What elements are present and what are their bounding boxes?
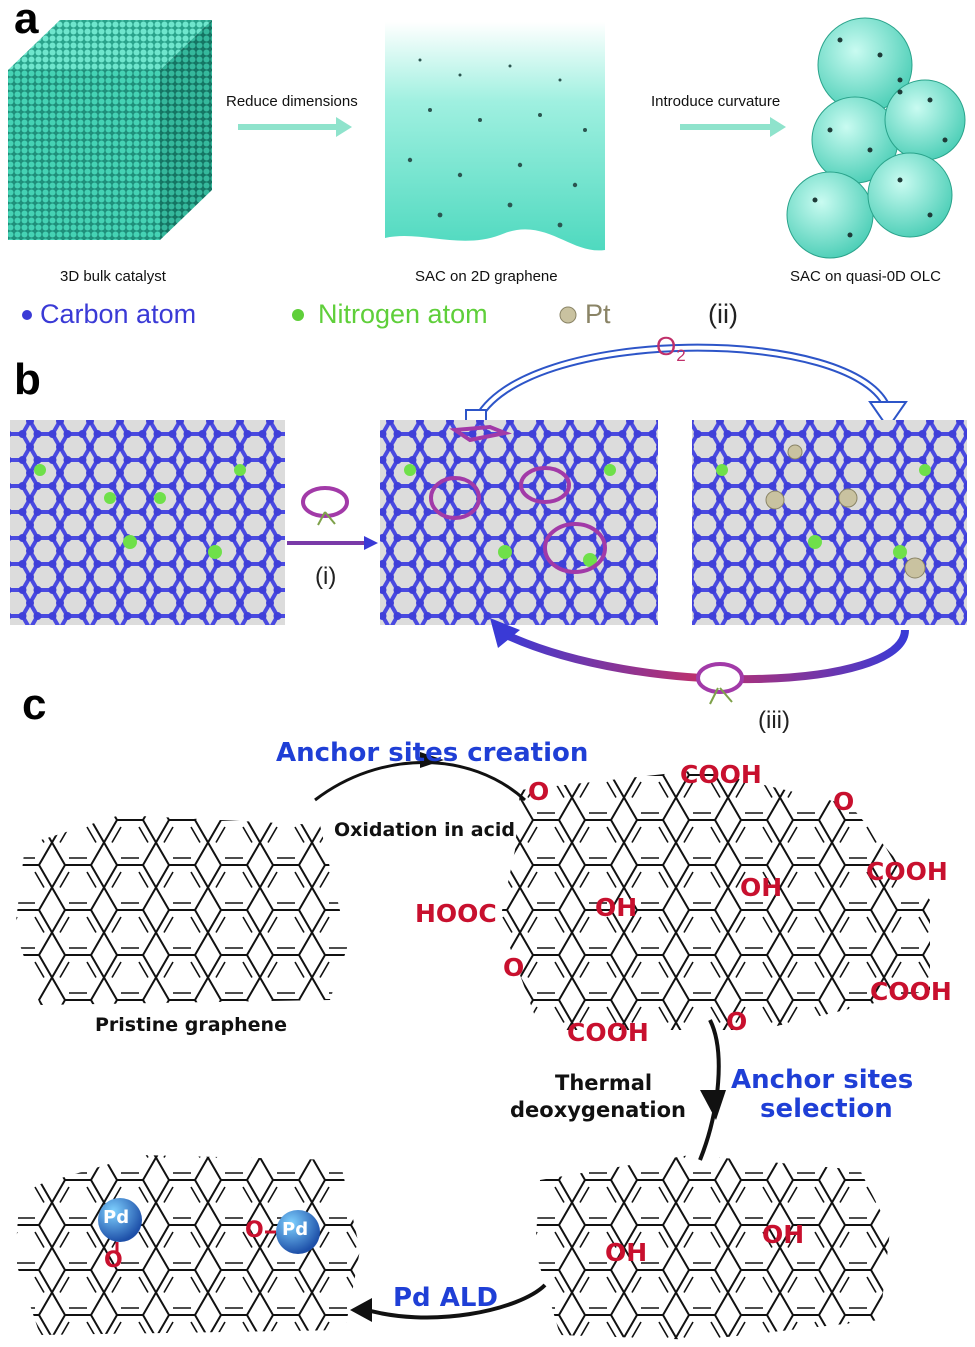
anchor-creation-label: Anchor sites creation <box>276 738 589 768</box>
carbon-legend: Carbon atom <box>40 299 197 329</box>
legend-markers <box>22 306 577 324</box>
graphene-caption: SAC on 2D graphene <box>415 268 558 285</box>
o-ketone-1: O <box>503 953 525 982</box>
step-ii-label: (ii) <box>708 299 738 329</box>
pd-ald-label: Pd ALD <box>393 1283 498 1313</box>
panel-a-graphic <box>8 17 966 259</box>
o2-symbol: O <box>656 331 677 361</box>
thermal-label-2: deoxygenation <box>510 1098 686 1122</box>
step-i-arrow <box>287 486 378 550</box>
oxidation-arrow <box>314 761 527 802</box>
nitrogen-marker <box>292 309 304 321</box>
pristine-label: Pristine graphene <box>95 1014 287 1036</box>
oh-3: OH <box>605 1238 648 1267</box>
oh-1: OH <box>740 873 783 902</box>
deoxygenated-graphene <box>535 1155 890 1340</box>
carbon-marker <box>22 310 32 320</box>
cooh-3: COOH <box>870 977 952 1006</box>
o-pd-bridge-2: O <box>245 1218 264 1243</box>
lattice-panel-3 <box>692 420 967 625</box>
cooh-2: COOH <box>866 857 948 886</box>
panel-b-graphic <box>10 343 967 705</box>
reduce-dimensions-label: Reduce dimensions <box>226 93 358 110</box>
o2-label: O2 <box>656 331 686 366</box>
o-ketone-2: O <box>726 1007 748 1036</box>
nitrogen-legend: Nitrogen atom <box>318 299 488 329</box>
introduce-curvature-label: Introduce curvature <box>651 93 781 110</box>
panel-a-letter: a <box>14 0 39 43</box>
arrow-reduce <box>238 117 352 137</box>
pd-ald-arrow <box>359 1283 547 1320</box>
pristine-graphene <box>15 815 348 1005</box>
o-pd-bridge-1: O <box>104 1248 123 1273</box>
graphene-sheet <box>385 22 605 251</box>
pd-graphene <box>15 1155 360 1335</box>
olc-caption: SAC on quasi-0D OLC <box>790 268 941 285</box>
oxidation-label: Oxidation in acid <box>334 819 515 841</box>
bulk-catalyst-caption: 3D bulk catalyst <box>60 268 166 285</box>
lattice-panel-2 <box>380 420 658 625</box>
pd-atom-2 <box>276 1210 320 1254</box>
graphene-oxide <box>500 770 930 1030</box>
pd-label-2: Pd <box>282 1219 309 1240</box>
olc-spheres <box>786 17 966 259</box>
arrow-curvature <box>680 117 786 137</box>
hooc-1: HOOC <box>415 899 497 928</box>
selection-label-1: Anchor sites <box>731 1065 914 1095</box>
oh-4: OH <box>762 1220 805 1249</box>
o2-subscript: 2 <box>676 346 686 366</box>
lattice-panel-1 <box>10 420 285 625</box>
pt-legend: Pt <box>585 299 611 329</box>
bulk-cube <box>8 20 212 240</box>
oh-2: OH <box>595 893 638 922</box>
pd-label-1: Pd <box>103 1207 130 1228</box>
step-i-label: (i) <box>315 563 337 590</box>
cooh-4: COOH <box>567 1018 649 1047</box>
cooh-1: COOH <box>680 760 762 789</box>
pt-marker <box>559 306 577 324</box>
o-epoxide-1: O <box>528 777 550 806</box>
pd-atom-1 <box>98 1198 142 1242</box>
selection-label-2: selection <box>760 1094 893 1124</box>
panel-b-letter: b <box>14 355 41 404</box>
thermal-arrow <box>698 1019 721 1161</box>
step-iii-arc <box>490 618 909 705</box>
panel-c-structures <box>15 752 930 1340</box>
o-epoxide-2: O <box>833 787 855 816</box>
panel-c-letter: c <box>22 680 47 729</box>
step-iii-label: (iii) <box>758 707 790 734</box>
thermal-label-1: Thermal <box>555 1071 653 1095</box>
